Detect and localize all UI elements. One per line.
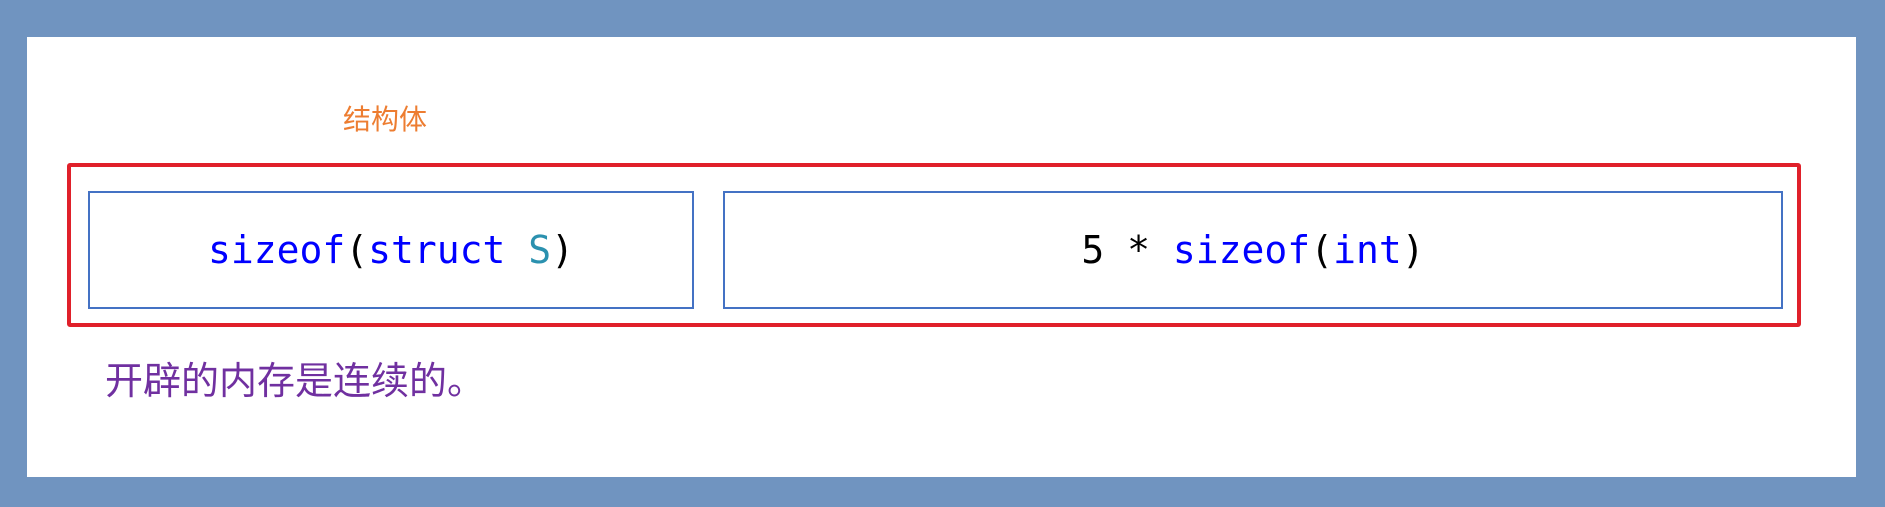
code-token: 5 *: [1081, 228, 1173, 272]
code-token: (: [345, 228, 369, 272]
code-token: ): [551, 228, 575, 272]
code-token: (: [1310, 228, 1334, 272]
code-token: S: [528, 228, 552, 272]
code-token: ): [1401, 228, 1425, 272]
struct-caption: 结构体: [343, 103, 428, 136]
struct-size-cell: sizeof(struct S): [88, 191, 694, 309]
code-token: sizeof: [1172, 228, 1311, 272]
slide-canvas: 结构体 sizeof(struct S) 5 * sizeof(int) 开辟的…: [27, 37, 1856, 477]
comparison-frame: [67, 163, 1801, 327]
code-token: int: [1333, 228, 1402, 272]
code-token: struct: [368, 228, 506, 272]
code-token: sizeof: [207, 228, 346, 272]
memory-note: 开辟的内存是连续的。: [105, 359, 486, 403]
code-token: [505, 228, 528, 272]
int-array-size-cell: 5 * sizeof(int): [723, 191, 1783, 309]
